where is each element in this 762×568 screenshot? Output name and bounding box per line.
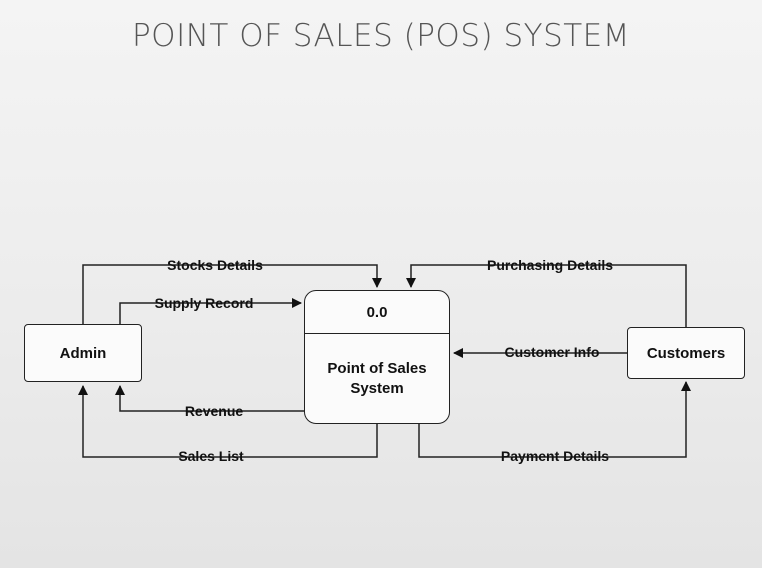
diagram-title: POINT OF SALES (POS) SYSTEM bbox=[131, 18, 631, 54]
flow-label-purchasing-details: Purchasing Details bbox=[486, 257, 614, 273]
flow-line-supply-record bbox=[119, 298, 302, 324]
admin-label: Admin bbox=[59, 344, 107, 362]
pos-process[interactable]: 0.0 Point of Sales System bbox=[304, 290, 450, 424]
flow-label-stocks-details: Stocks Details bbox=[167, 257, 263, 273]
flow-label-payment-details: Payment Details bbox=[500, 448, 610, 464]
flow-label-customer-info: Customer Info bbox=[504, 344, 600, 360]
flow-label-supply-record: Supply Record bbox=[154, 295, 254, 311]
customers-entity[interactable]: Customers bbox=[627, 327, 745, 379]
flow-label-revenue: Revenue bbox=[184, 403, 244, 419]
flow-line-revenue bbox=[115, 385, 304, 412]
flow-line-purchasing-details bbox=[406, 264, 687, 327]
admin-entity[interactable]: Admin bbox=[24, 324, 142, 382]
flow-line-payment-details bbox=[418, 381, 691, 458]
flow-line-stocks-details bbox=[82, 264, 382, 324]
flow-line-sales-list bbox=[78, 385, 378, 458]
customers-label: Customers bbox=[646, 344, 726, 362]
flow-label-sales-list: Sales List bbox=[178, 448, 244, 464]
process-id: 0.0 bbox=[305, 291, 449, 334]
process-name: Point of Sales System bbox=[327, 360, 427, 397]
